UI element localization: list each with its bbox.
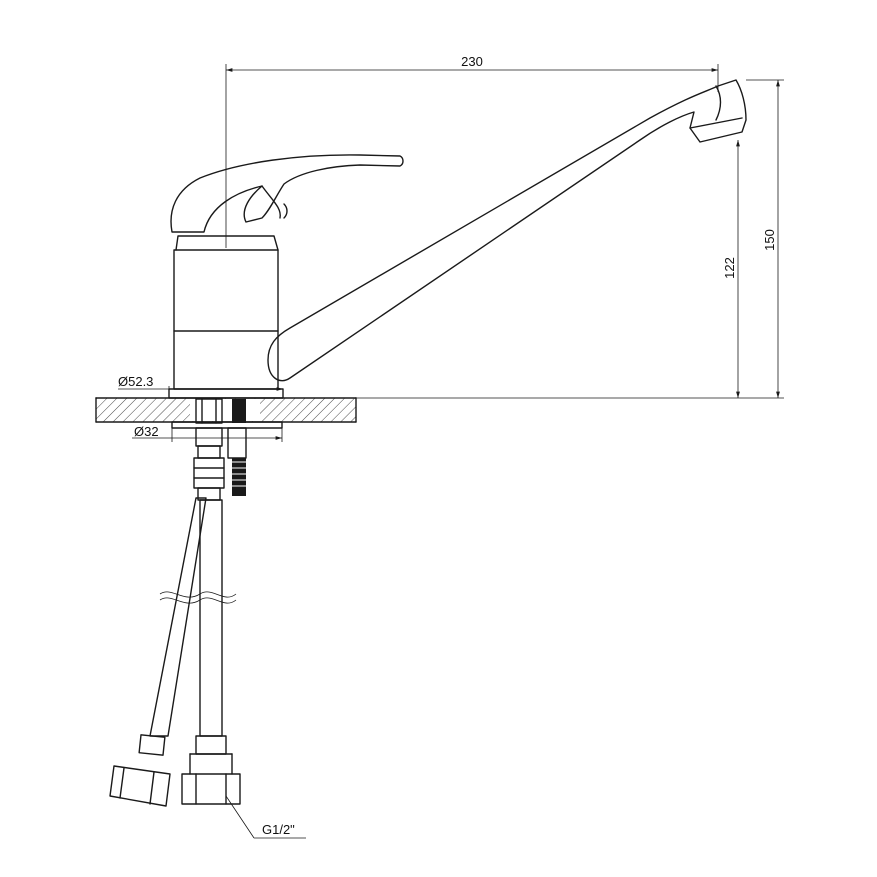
countertop — [95, 397, 357, 423]
faucet-body — [168, 235, 284, 399]
spout — [267, 79, 747, 382]
dimension-mount-diameter — [132, 428, 283, 442]
thread-leader — [225, 795, 306, 839]
lever-handle — [170, 154, 404, 233]
dimension-reach — [225, 64, 719, 248]
spout-height-label: 122 — [722, 257, 737, 279]
hose-left — [109, 497, 207, 807]
dimension-base-diameter — [118, 386, 283, 392]
base-diameter-label: Ø52.3 — [118, 374, 153, 389]
dimension-spout-height — [736, 140, 740, 398]
mount-diameter-label: Ø32 — [134, 424, 159, 439]
reach-label: 230 — [461, 54, 483, 69]
thread-size-label: G1/2" — [262, 822, 295, 837]
hose-right — [181, 499, 241, 805]
mounting-hardware — [171, 398, 283, 501]
break-lines — [159, 591, 237, 604]
total-height-label: 150 — [762, 229, 777, 251]
dimension-total-height — [356, 79, 784, 399]
